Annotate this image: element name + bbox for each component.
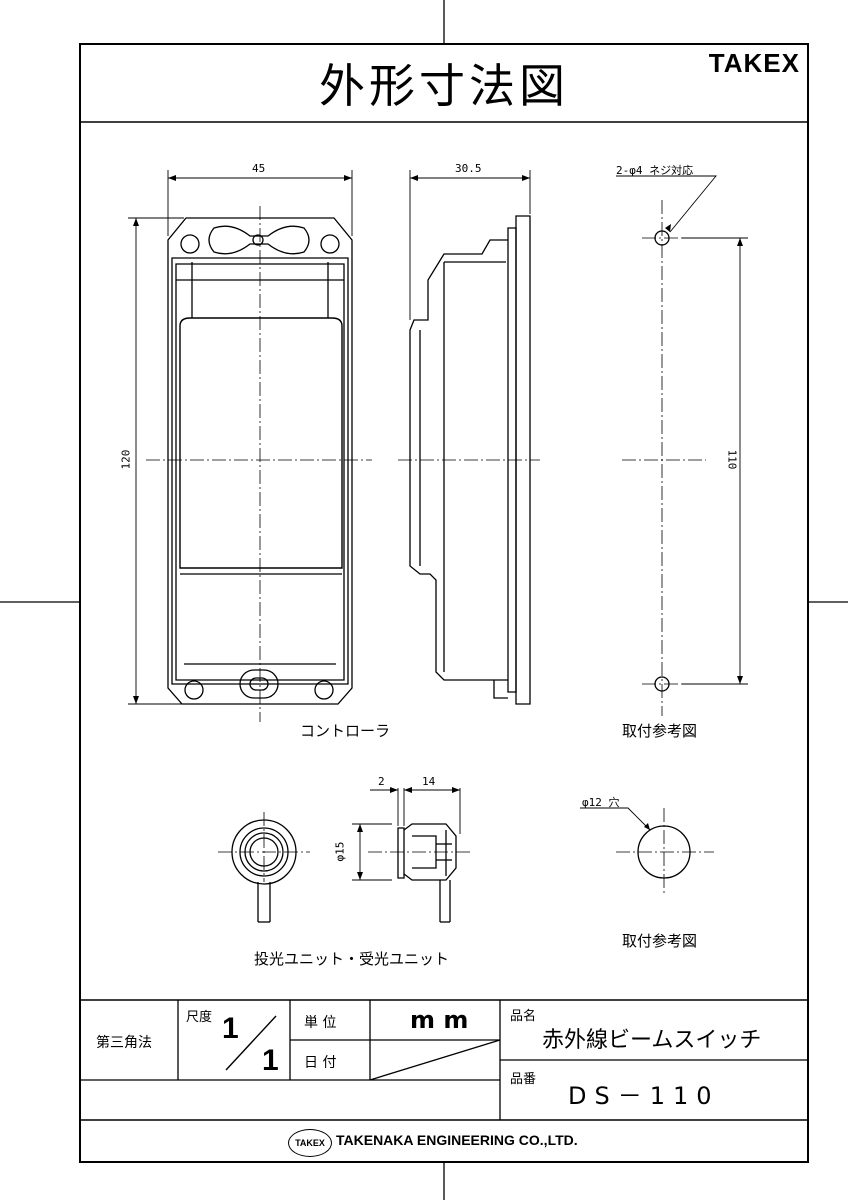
mounting-ref-label-top: 取付参考図 xyxy=(622,722,698,740)
date-field-label: 日 付 xyxy=(304,1055,337,1071)
page-title: 外形寸法図 xyxy=(319,59,569,113)
dim-flange: 2 xyxy=(378,775,385,788)
unit-field-value: m m xyxy=(410,1006,469,1034)
scale-numerator: 1 xyxy=(222,1012,239,1045)
scale-denominator: 1 xyxy=(262,1044,279,1077)
mounting-ref-label-bottom: 取付参考図 xyxy=(622,932,698,950)
dim-width: 45 xyxy=(252,162,266,175)
company-logo-text: TAKEX xyxy=(295,1138,325,1148)
controller-label: コントローラ xyxy=(300,722,391,740)
product-name-label: 品名 xyxy=(510,1009,537,1024)
dim-hole-pitch: 110 xyxy=(725,449,739,470)
brand-logo-text: TAKEX xyxy=(708,48,800,78)
scale-label: 尺度 xyxy=(186,1010,213,1025)
dim-unit-diameter: φ15 xyxy=(333,841,347,862)
unit-label: 投光ユニット・受光ユニット xyxy=(254,950,450,968)
company-logo: TAKEX xyxy=(288,1129,332,1157)
product-number-value: DS－110 xyxy=(568,1082,720,1110)
company-name: TAKENAKA ENGINEERING CO.,LTD. xyxy=(336,1132,578,1148)
dim-depth: 30.5 xyxy=(455,162,482,175)
unit-field-label: 単 位 xyxy=(304,1015,337,1031)
dim-hole-diameter: φ12 穴 xyxy=(582,796,620,809)
dim-unit-length: 14 xyxy=(422,775,436,788)
product-number-label: 品番 xyxy=(510,1072,537,1087)
projection-method: 第三角法 xyxy=(96,1035,152,1051)
dim-screw-note: 2-φ4 ネジ対応 xyxy=(616,164,694,177)
dim-height: 120 xyxy=(119,449,133,470)
product-name-value: 赤外線ビームスイッチ xyxy=(542,1028,762,1053)
